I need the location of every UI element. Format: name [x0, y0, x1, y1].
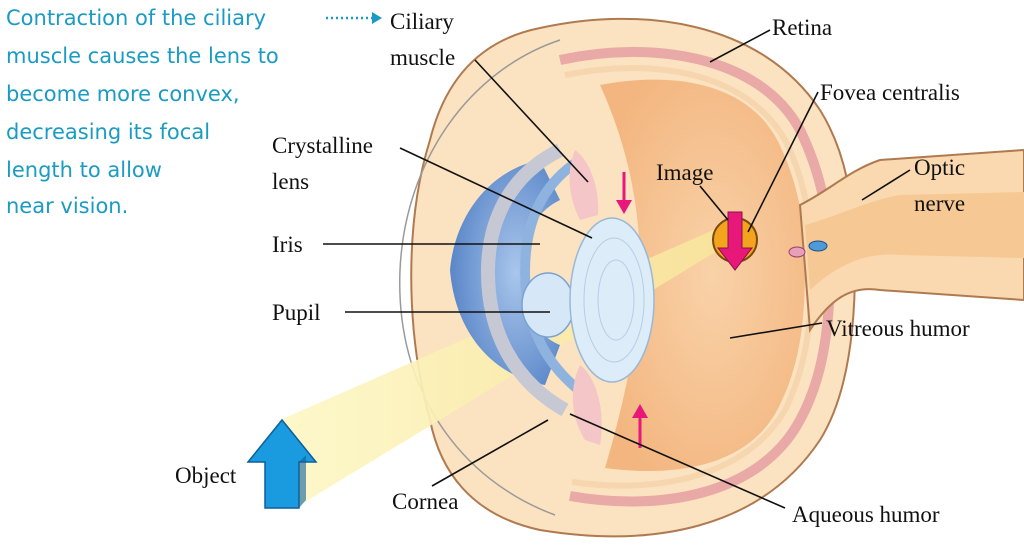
leader-aqueous-humor	[569, 413, 786, 509]
label-fovea-centralis: Fovea centralis	[820, 80, 960, 105]
ciliary-body-top	[569, 150, 599, 220]
leader-crystalline-lens	[399, 147, 593, 239]
lens-ring	[583, 237, 645, 363]
cornea-band	[480, 143, 569, 417]
caption-line-6: near vision.	[6, 194, 128, 218]
ciliary-arrow-down	[616, 172, 632, 214]
leader-retina	[709, 29, 771, 63]
label-optic-nerve-1: Optic	[914, 155, 965, 180]
label-pupil: Pupil	[272, 300, 321, 325]
label-crystalline-lens-1: Crystalline	[272, 133, 373, 158]
object-arrow	[246, 418, 318, 509]
label-ciliary-muscle-2: muscle	[390, 45, 455, 70]
caption-line-1: Contraction of the ciliary	[6, 6, 266, 30]
leader-optic-nerve	[861, 169, 911, 201]
caption-arrow-head	[372, 12, 382, 24]
label-crystalline-lens-2: lens	[272, 169, 309, 194]
crystalline-lens-shape	[569, 217, 655, 383]
label-cornea: Cornea	[392, 489, 458, 514]
caption-line-2: muscle causes the lens to	[6, 44, 279, 68]
optic-nerve-core	[805, 192, 1024, 290]
caption-line-5: length to allow	[6, 158, 162, 182]
ciliary-arrow-up	[632, 404, 648, 448]
caption-line-4: decreasing its focal	[6, 120, 210, 144]
optic-blood-vessel-2	[788, 246, 806, 258]
leader-vitreous-humor	[729, 322, 823, 339]
vitreous-humor-region	[600, 79, 805, 472]
label-vitreous-humor: Vitreous humor	[826, 316, 970, 341]
leader-image	[699, 185, 729, 221]
cornea-band-inner	[519, 155, 589, 399]
label-object: Object	[175, 463, 237, 488]
lens-ring-2	[597, 259, 635, 341]
leader-cornea	[431, 419, 549, 487]
pupil-shape	[521, 272, 575, 338]
leader-fovea-centralis	[747, 91, 819, 233]
label-retina: Retina	[772, 15, 832, 40]
label-iris: Iris	[272, 232, 303, 257]
label-ciliary-muscle-1: Ciliary	[390, 9, 454, 34]
caption-line-3: become more convex,	[6, 82, 240, 106]
caption: Contraction of the ciliary muscle causes…	[6, 6, 279, 218]
label-optic-nerve-2: nerve	[914, 191, 965, 216]
cornea-outline	[399, 39, 561, 516]
label-image: Image	[656, 160, 713, 185]
image-arrow	[716, 211, 754, 271]
optic-blood-vessel	[808, 240, 828, 252]
leader-ciliary-muscle	[474, 59, 589, 183]
label-aqueous-humor: Aqueous humor	[792, 502, 940, 527]
